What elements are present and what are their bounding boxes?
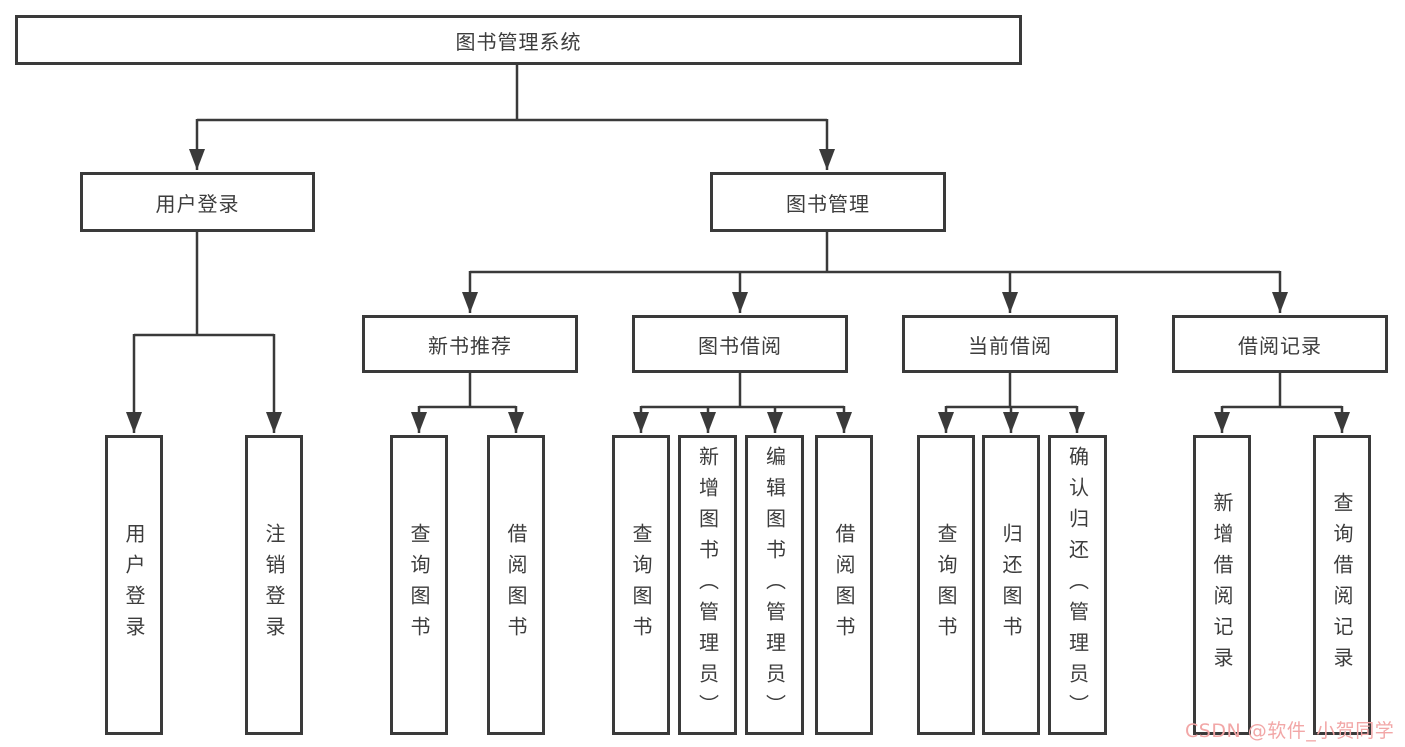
leaf-query-books-borrow: 查询图书 bbox=[612, 435, 670, 735]
node-label: 图书管理系统 bbox=[455, 29, 582, 54]
leaf-label: 借阅图书 bbox=[832, 523, 856, 647]
node-borrowing-records: 借阅记录 bbox=[1172, 315, 1388, 373]
leaf-query-borrow-record: 查询借阅记录 bbox=[1313, 435, 1371, 735]
leaf-label: 新增借阅记录 bbox=[1210, 492, 1234, 678]
leaf-label: 注销登录 bbox=[262, 523, 286, 647]
node-label: 当前借阅 bbox=[968, 333, 1052, 358]
leaf-label: 查询图书 bbox=[629, 523, 653, 647]
csdn-watermark: CSDN @软件_小贺同学 bbox=[1185, 720, 1395, 742]
node-book-borrowing: 图书借阅 bbox=[632, 315, 848, 373]
leaf-label: 新增图书（管理员） bbox=[695, 445, 720, 725]
leaf-return-books: 归还图书 bbox=[982, 435, 1040, 735]
leaf-edit-books-admin: 编辑图书（管理员） bbox=[745, 435, 804, 735]
node-label: 图书借阅 bbox=[698, 333, 782, 358]
leaf-label: 归还图书 bbox=[999, 523, 1023, 647]
leaf-label: 查询图书 bbox=[934, 523, 958, 647]
leaf-logout: 注销登录 bbox=[245, 435, 303, 735]
node-label: 用户登录 bbox=[155, 191, 240, 216]
node-label: 新书推荐 bbox=[428, 333, 512, 358]
node-book-management: 图书管理 bbox=[710, 172, 946, 232]
node-current-borrowing: 当前借阅 bbox=[902, 315, 1118, 373]
node-new-book-recommendation: 新书推荐 bbox=[362, 315, 578, 373]
node-label: 借阅记录 bbox=[1238, 333, 1322, 358]
leaf-user-login: 用户登录 bbox=[105, 435, 163, 735]
leaf-borrow-books-recommend: 借阅图书 bbox=[487, 435, 545, 735]
leaf-query-books-current: 查询图书 bbox=[917, 435, 975, 735]
leaf-confirm-return-admin: 确认归还（管理员） bbox=[1048, 435, 1107, 735]
node-user-login: 用户登录 bbox=[80, 172, 315, 232]
node-library-management-system: 图书管理系统 bbox=[15, 15, 1022, 65]
leaf-label: 借阅图书 bbox=[504, 523, 528, 647]
leaf-add-borrow-record: 新增借阅记录 bbox=[1193, 435, 1251, 735]
leaf-borrow-books: 借阅图书 bbox=[815, 435, 873, 735]
leaf-add-books-admin: 新增图书（管理员） bbox=[678, 435, 737, 735]
node-label: 图书管理 bbox=[786, 191, 870, 216]
leaf-query-books-recommend: 查询图书 bbox=[390, 435, 448, 735]
leaf-label: 查询图书 bbox=[407, 523, 431, 647]
leaf-label: 查询借阅记录 bbox=[1330, 492, 1354, 678]
leaf-label: 确认归还（管理员） bbox=[1065, 445, 1090, 725]
leaf-label: 用户登录 bbox=[122, 523, 146, 647]
leaf-label: 编辑图书（管理员） bbox=[762, 445, 787, 725]
